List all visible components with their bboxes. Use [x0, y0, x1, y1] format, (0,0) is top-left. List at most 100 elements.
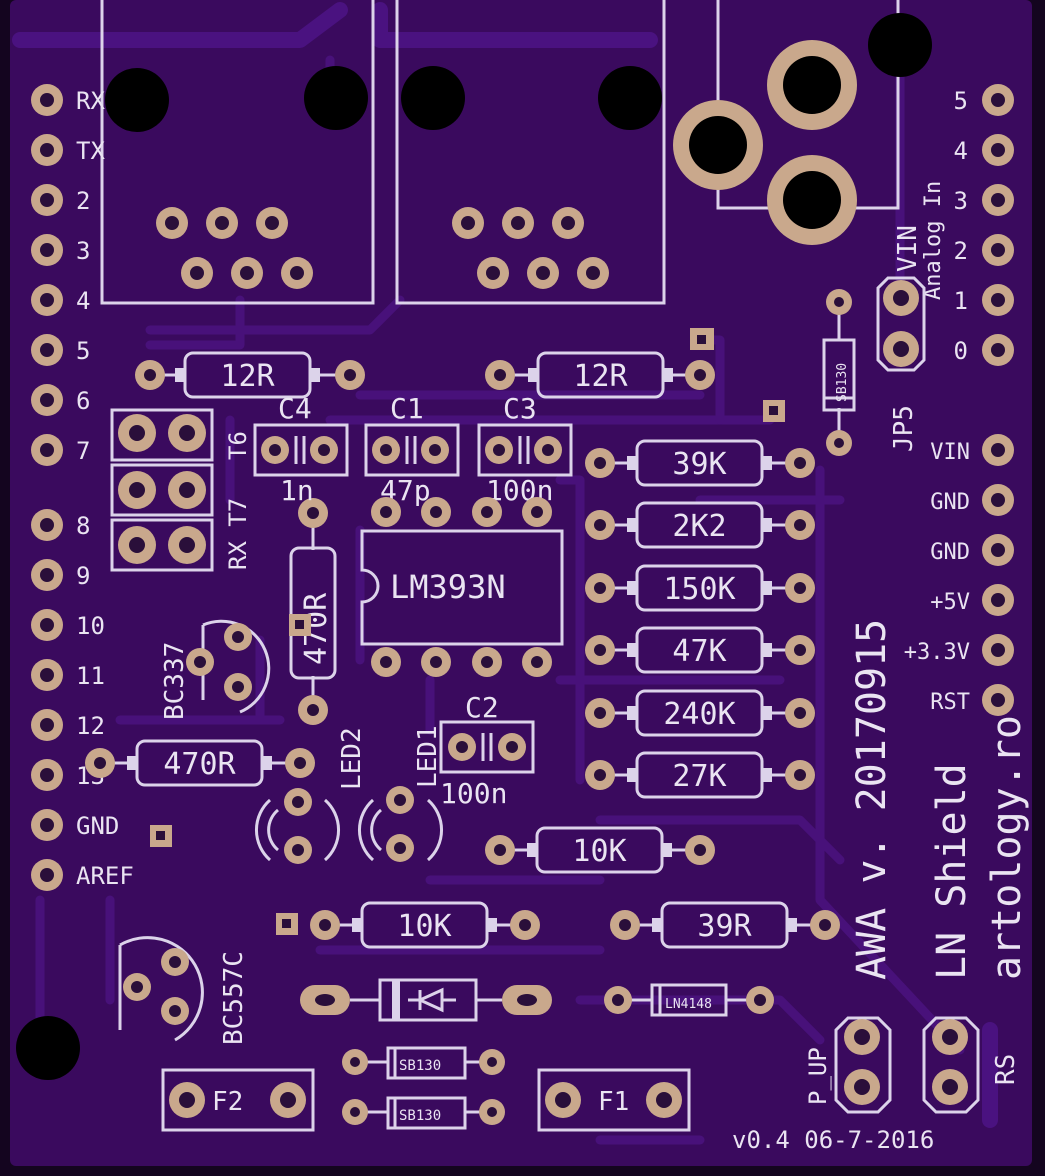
label-f2: F2: [212, 1087, 243, 1117]
fuse-f1: F1: [537, 1068, 691, 1132]
header-pin-analog: 2: [954, 234, 1014, 266]
header-pin-left: 4: [31, 284, 90, 316]
board-title: AWA v. 20170915: [849, 619, 895, 980]
header-pin-label: VIN: [930, 440, 970, 465]
header-pin-analog: 4: [954, 134, 1014, 166]
label-sb130-top: SB130: [835, 363, 850, 402]
header-pin-left: GND: [31, 809, 119, 841]
board-version: v0.4 06-7-2016: [732, 1126, 934, 1154]
square-pads: [150, 328, 785, 935]
label-vin-jumper: VIN: [893, 225, 923, 272]
header-pin-left: RX: [31, 84, 105, 116]
resistor-value: 10K: [397, 909, 451, 944]
capacitor-c4: C4 1n: [253, 392, 349, 507]
label-bc557c: BC557C: [219, 951, 249, 1045]
analog-label: Analog In: [921, 181, 946, 300]
header-pin-left: 2: [31, 184, 90, 216]
header-pin-label: 2: [954, 237, 968, 265]
diode-sb130-b: SB130: [342, 1096, 505, 1130]
header-pin-label: RX: [76, 87, 105, 115]
header-pin-left: 10: [31, 609, 105, 641]
value-c2: 100n: [440, 777, 507, 810]
header-pin-analog: 1: [954, 284, 1014, 316]
resistor-value: 39K: [672, 447, 726, 482]
mounting-hole: [304, 66, 368, 130]
header-pin-left: TX: [31, 134, 105, 166]
ic-lm393n: LM393N: [360, 497, 564, 677]
resistor-470r-vertical: 470R: [289, 498, 337, 725]
header-pin-label: 8: [76, 512, 90, 540]
resistor-r240k: 240K: [585, 689, 815, 737]
header-pin-label: AREF: [76, 862, 134, 890]
header-pin-label: 9: [76, 562, 90, 590]
header-pin-left: AREF: [31, 859, 134, 891]
header-pin-label: GND: [930, 490, 970, 515]
header-pin-label: 0: [954, 337, 968, 365]
ic-label: LM393N: [390, 568, 506, 606]
resistor-value: 39R: [697, 909, 752, 944]
label-led1: LED1: [413, 725, 443, 788]
label-ln4148: LN4148: [665, 997, 712, 1012]
header-pin-left: 9: [31, 559, 90, 591]
resistor-r27k: 27K: [585, 751, 815, 799]
header-pin-left: 7: [31, 434, 90, 466]
header-pin-label: 3: [954, 187, 968, 215]
board-subtitle: LN Shield: [929, 763, 975, 980]
header-pin-power: GND: [930, 534, 1014, 566]
resistor-r47k: 47K: [585, 626, 815, 674]
label-t6: T6: [224, 431, 252, 460]
label-led2: LED2: [337, 727, 367, 790]
header-pin-left: 12: [31, 709, 105, 741]
transistor-bc557c: BC557C: [118, 936, 249, 1045]
resistor-r39r: 39R: [610, 901, 840, 949]
label-c1: C1: [390, 392, 424, 425]
led2: LED2: [255, 727, 367, 864]
label-f1: F1: [598, 1087, 629, 1117]
resistor-value: 12R: [573, 359, 628, 394]
rj45-jack-left: [100, 0, 375, 305]
header-pin-power: RST: [930, 684, 1014, 716]
label-jp5: JP5: [889, 405, 919, 452]
header-pin-left: 3: [31, 234, 90, 266]
transistor-bc337: BC337: [160, 619, 271, 720]
header-pin-analog: 5: [954, 84, 1014, 116]
mounting-hole: [105, 68, 169, 132]
header-pin-power: GND: [930, 484, 1014, 516]
rj45-right-pads: [452, 207, 609, 289]
label-c2: C2: [465, 691, 499, 724]
resistor-r10k-mid: 10K: [485, 826, 715, 874]
header-pin-label: 3: [76, 237, 90, 265]
resistor-value: 27K: [672, 759, 726, 794]
header-pin-label: 4: [76, 287, 90, 315]
resistor-value: 150K: [663, 572, 735, 607]
header-pin-power: +5V: [930, 584, 1014, 616]
resistor-r470-horiz: 470R: [85, 739, 315, 787]
jumper-p-up: P_UP: [804, 1016, 892, 1114]
resistor-value: 10K: [572, 834, 626, 869]
header-pin-label: TX: [76, 137, 105, 165]
mounting-hole: [868, 13, 932, 77]
header-pin-label: 1: [954, 287, 968, 315]
dc-jack-pads: [673, 40, 857, 245]
header-pin-analog: 0: [954, 334, 1014, 366]
header-pin-label: 11: [76, 662, 105, 690]
header-pin-left: 11: [31, 659, 105, 691]
header-pin-left: 6: [31, 384, 90, 416]
label-sb130-b: SB130: [399, 1108, 441, 1124]
resistor-r150k: 150K: [585, 564, 815, 612]
header-pin-left: 8: [31, 509, 90, 541]
resistor-r12-left: 12R: [135, 351, 365, 399]
diode-large: [300, 978, 552, 1022]
header-pin-left: 5: [31, 334, 90, 366]
jumper-rs: RS: [922, 1016, 1021, 1114]
header-pin-label: 6: [76, 387, 90, 415]
label-sb130-a: SB130: [399, 1058, 441, 1074]
header-pin-label: GND: [76, 812, 119, 840]
resistor-value: 47K: [672, 634, 726, 669]
label-c3: C3: [503, 392, 537, 425]
header-pin-label: RST: [930, 690, 970, 715]
